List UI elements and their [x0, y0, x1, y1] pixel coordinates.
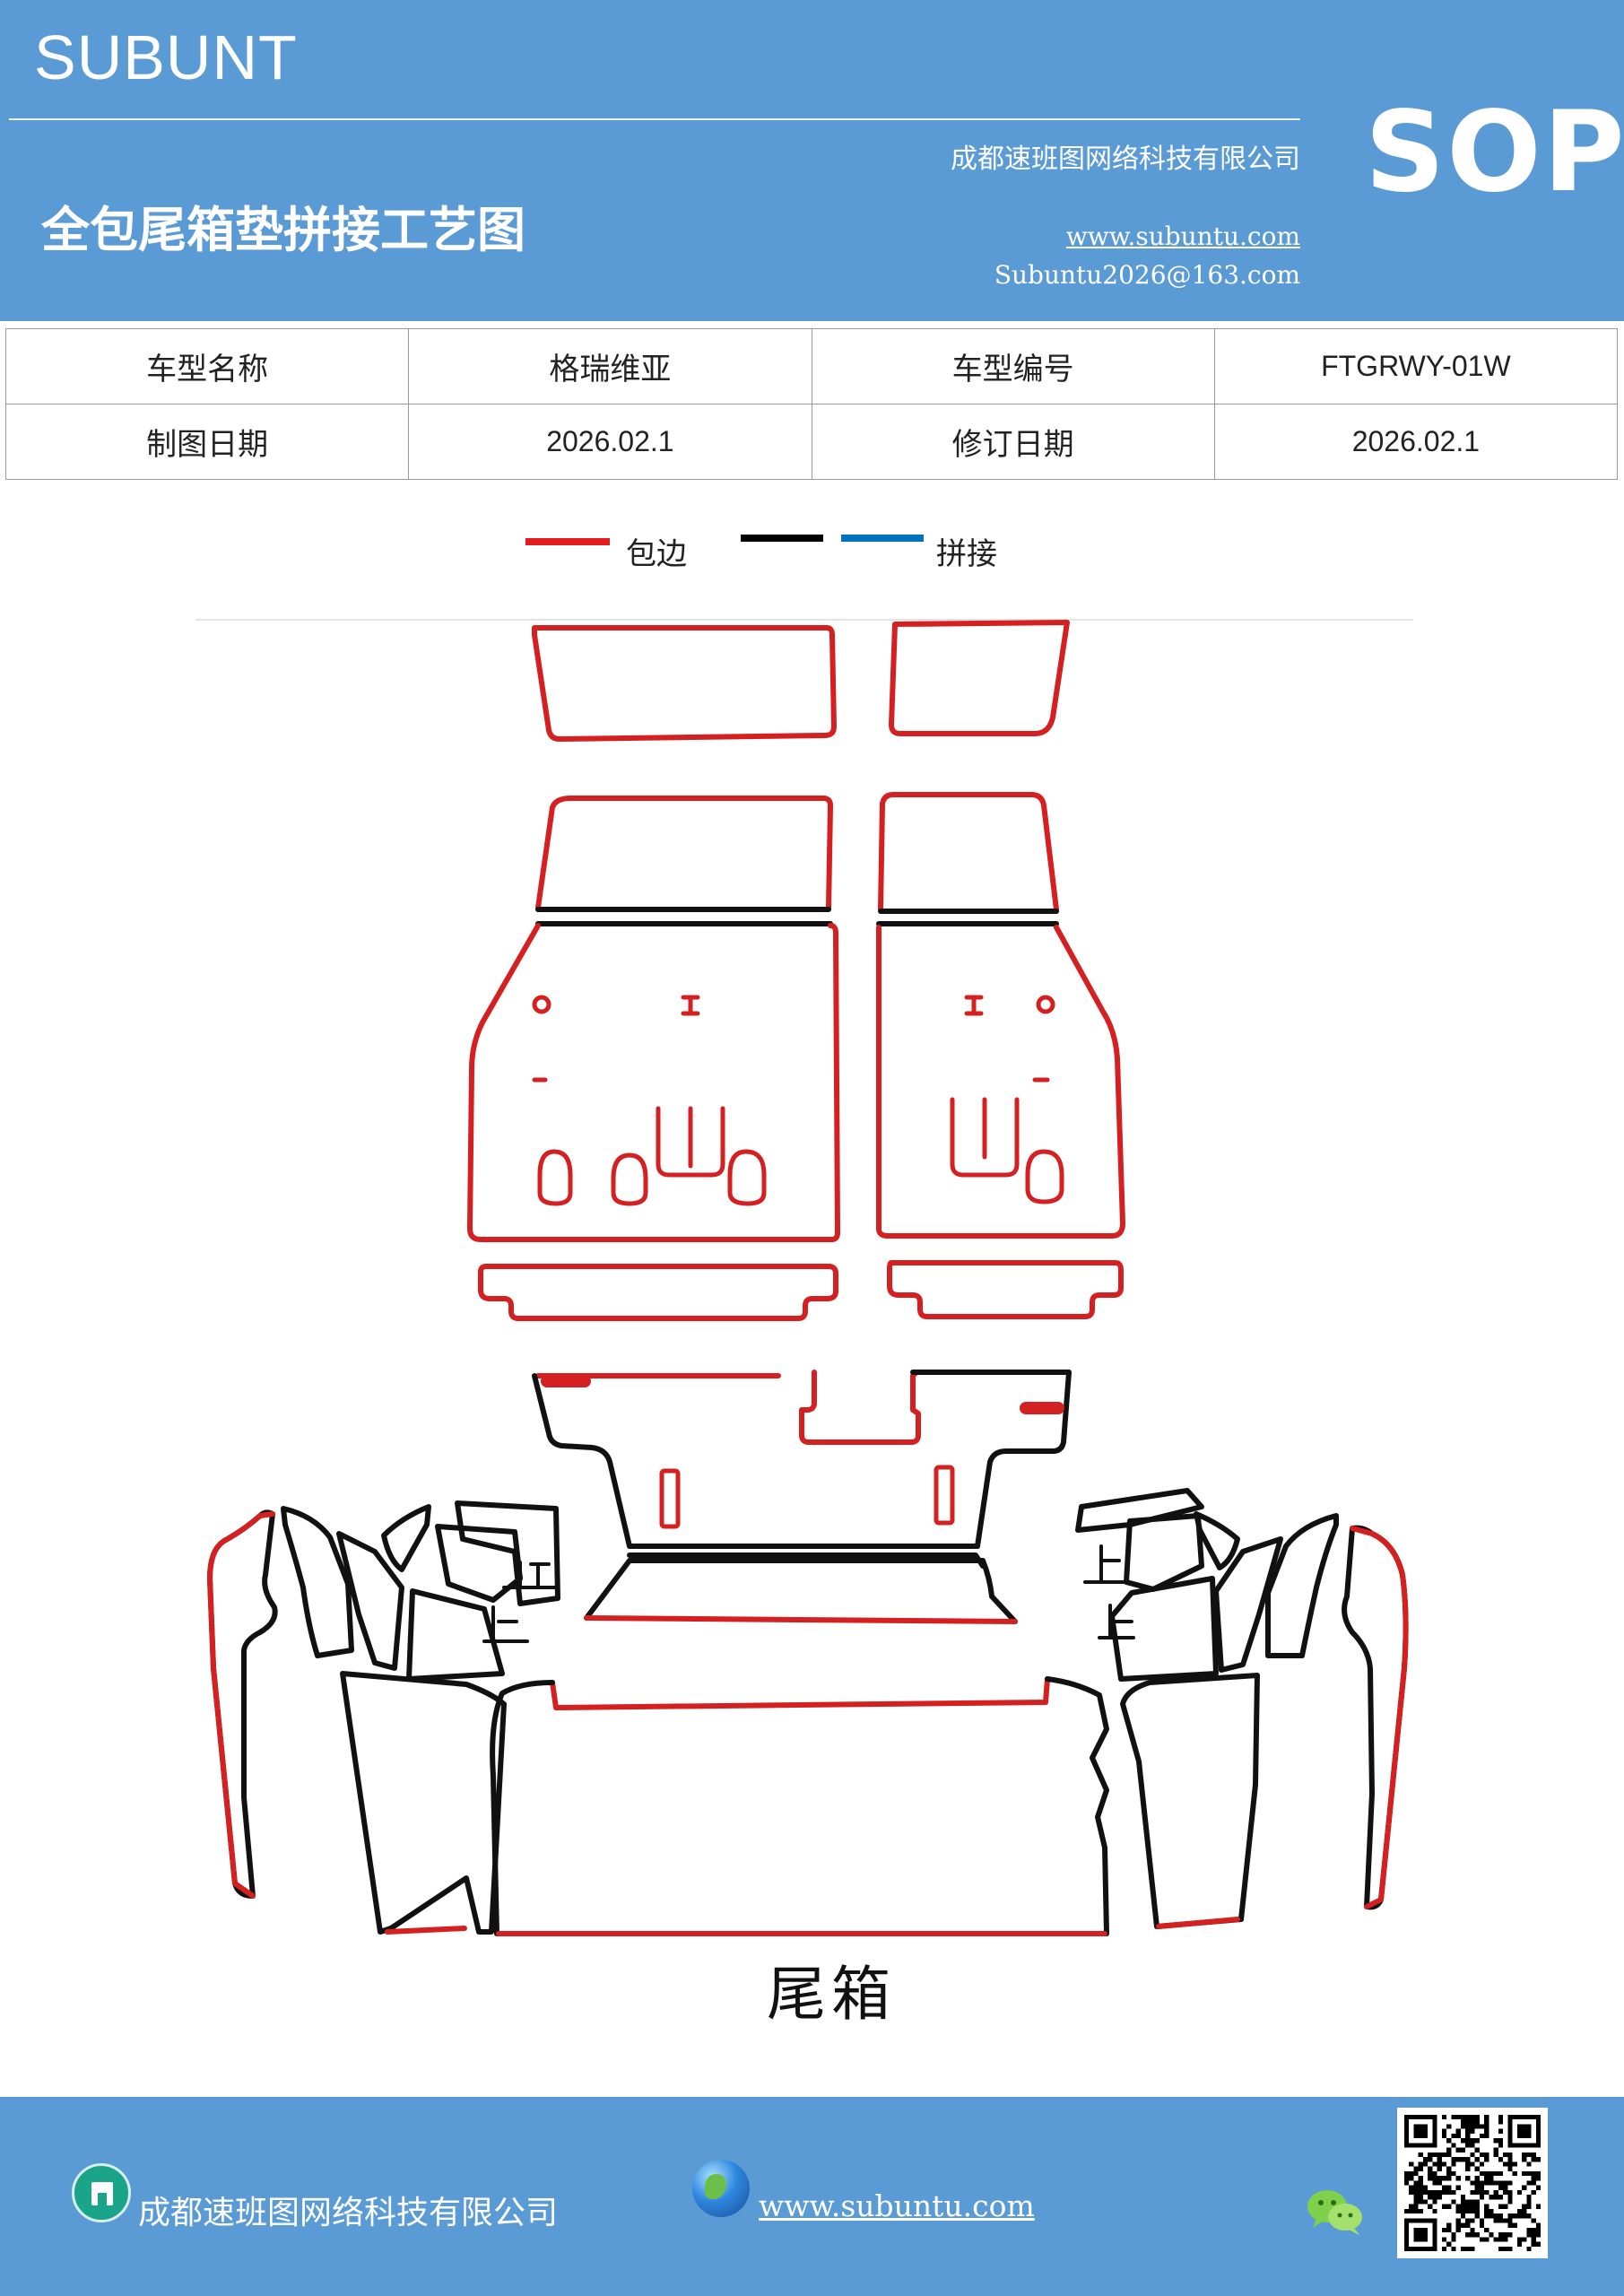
line-legend: 包边 拼接 [0, 520, 1624, 574]
mat-piece-top-left [532, 625, 837, 742]
legend-label-edge: 包边 [626, 536, 687, 572]
left-bottom-edge [385, 1926, 467, 1935]
brand-name: SUBUNT [34, 22, 298, 92]
legend-swatch-edge [525, 538, 610, 545]
slot [659, 1468, 681, 1529]
qr-code[interactable] [1397, 2108, 1548, 2258]
website-link[interactable]: www.subuntu.com [1065, 222, 1300, 251]
right-bottom-edge [1156, 1917, 1240, 1929]
mat-piece-upper-left [535, 796, 833, 910]
label-draw-date: 制图日期 [4, 404, 410, 480]
mat-piece-main-left [467, 923, 840, 1242]
value-revision-date: 2026.02.1 [1213, 404, 1619, 480]
document-title: 全包尾箱垫拼接工艺图 [41, 201, 525, 258]
mat-piece-left-7 [406, 1588, 505, 1682]
mat-piece-tunnel-edge [535, 1370, 921, 1445]
hole [1036, 995, 1055, 1014]
mat-piece-right-6 [1075, 1488, 1204, 1533]
value-draw-date: 2026.02.1 [408, 404, 812, 480]
sop-badge: SOP [1365, 88, 1624, 217]
right-outer-edge [1350, 1526, 1409, 1909]
table-row: 制图日期 2026.02.1 修订日期 2026.02.1 [4, 404, 1619, 480]
email-address: Subuntu2026@163.com [994, 260, 1300, 290]
mat-piece-right-3 [1213, 1536, 1283, 1673]
mat-piece-trunk-floor [550, 1676, 1050, 1710]
mat-piece-right-2 [1265, 1513, 1339, 1658]
trunk-label: 尾箱 [767, 1960, 896, 2029]
header-banner: SUBUNT 成都速班图网络科技有限公司 全包尾箱垫拼接工艺图 www.subu… [0, 0, 1624, 321]
seam-step-edge [584, 1615, 1018, 1624]
label-revision-date: 修订日期 [811, 404, 1215, 480]
mat-splicing-diagram [0, 619, 1624, 2036]
left-outer-edge [207, 1511, 275, 1899]
legend-swatch-join [841, 535, 924, 542]
legend-label-join: 拼接 [936, 536, 997, 572]
value-model-name: 格瑞维亚 [408, 328, 812, 404]
mat-piece-main-right [876, 925, 1125, 1239]
hole [681, 995, 700, 1016]
label-model-name: 车型名称 [4, 328, 410, 404]
legend-swatch-seam [741, 535, 823, 542]
mat-piece-sill-left [478, 1264, 838, 1321]
mat-piece-left-6 [455, 1500, 560, 1606]
mat-piece-left-2 [281, 1506, 354, 1658]
footer-website-link[interactable]: www.subuntu.com [759, 2188, 1035, 2223]
vehicle-info-table: 车型名称 格瑞维亚 车型编号 FTGRWY-01W 制图日期 2026.02.1… [4, 328, 1619, 480]
stop-mark [1083, 1544, 1135, 1639]
wechat-icon[interactable] [1304, 2185, 1367, 2239]
table-row: 车型名称 格瑞维亚 车型编号 FTGRWY-01W [4, 328, 1619, 404]
mat-piece-left-3 [336, 1531, 404, 1671]
mat-piece-sill-right [887, 1260, 1124, 1319]
mat-piece-upper-right [878, 792, 1059, 912]
mat-piece-tunnel [532, 1370, 1072, 1549]
mat-piece-right-8 [1120, 1673, 1260, 1929]
mat-piece-right-5 [1124, 1513, 1204, 1592]
stop-mark [482, 1561, 558, 1643]
hole [537, 1149, 573, 1206]
mat-piece-right-7 [1109, 1576, 1219, 1682]
hole [964, 995, 984, 1016]
mat-piece-left-4 [381, 1504, 431, 1572]
mat-piece-top-right [889, 620, 1070, 736]
globe-icon [692, 2160, 750, 2217]
hole [611, 1152, 648, 1206]
label-model-code: 车型编号 [811, 328, 1215, 404]
hole [656, 1106, 725, 1178]
mat-piece-right-outer [1342, 1525, 1409, 1910]
hole [950, 1097, 1020, 1178]
footer-banner: 成都速班图网络科技有限公司 www.subuntu.com [0, 2097, 1624, 2296]
hole [1025, 1149, 1064, 1205]
mat-piece-left-8 [340, 1671, 507, 1935]
mat-piece-trunk-floor-sides [490, 1676, 1109, 1936]
slot [934, 1465, 955, 1526]
mat-piece-step [584, 1558, 1018, 1624]
value-model-code: FTGRWY-01W [1213, 328, 1619, 404]
section-divider [195, 619, 1413, 621]
hole [727, 1149, 767, 1206]
footer-company-name: 成都速班图网络科技有限公司 [138, 2195, 559, 2231]
hole [532, 995, 551, 1014]
header-divider [9, 118, 1300, 120]
building-icon [72, 2163, 131, 2222]
company-name: 成都速班图网络科技有限公司 [951, 144, 1300, 175]
mat-pieces-svg [207, 620, 1409, 1936]
